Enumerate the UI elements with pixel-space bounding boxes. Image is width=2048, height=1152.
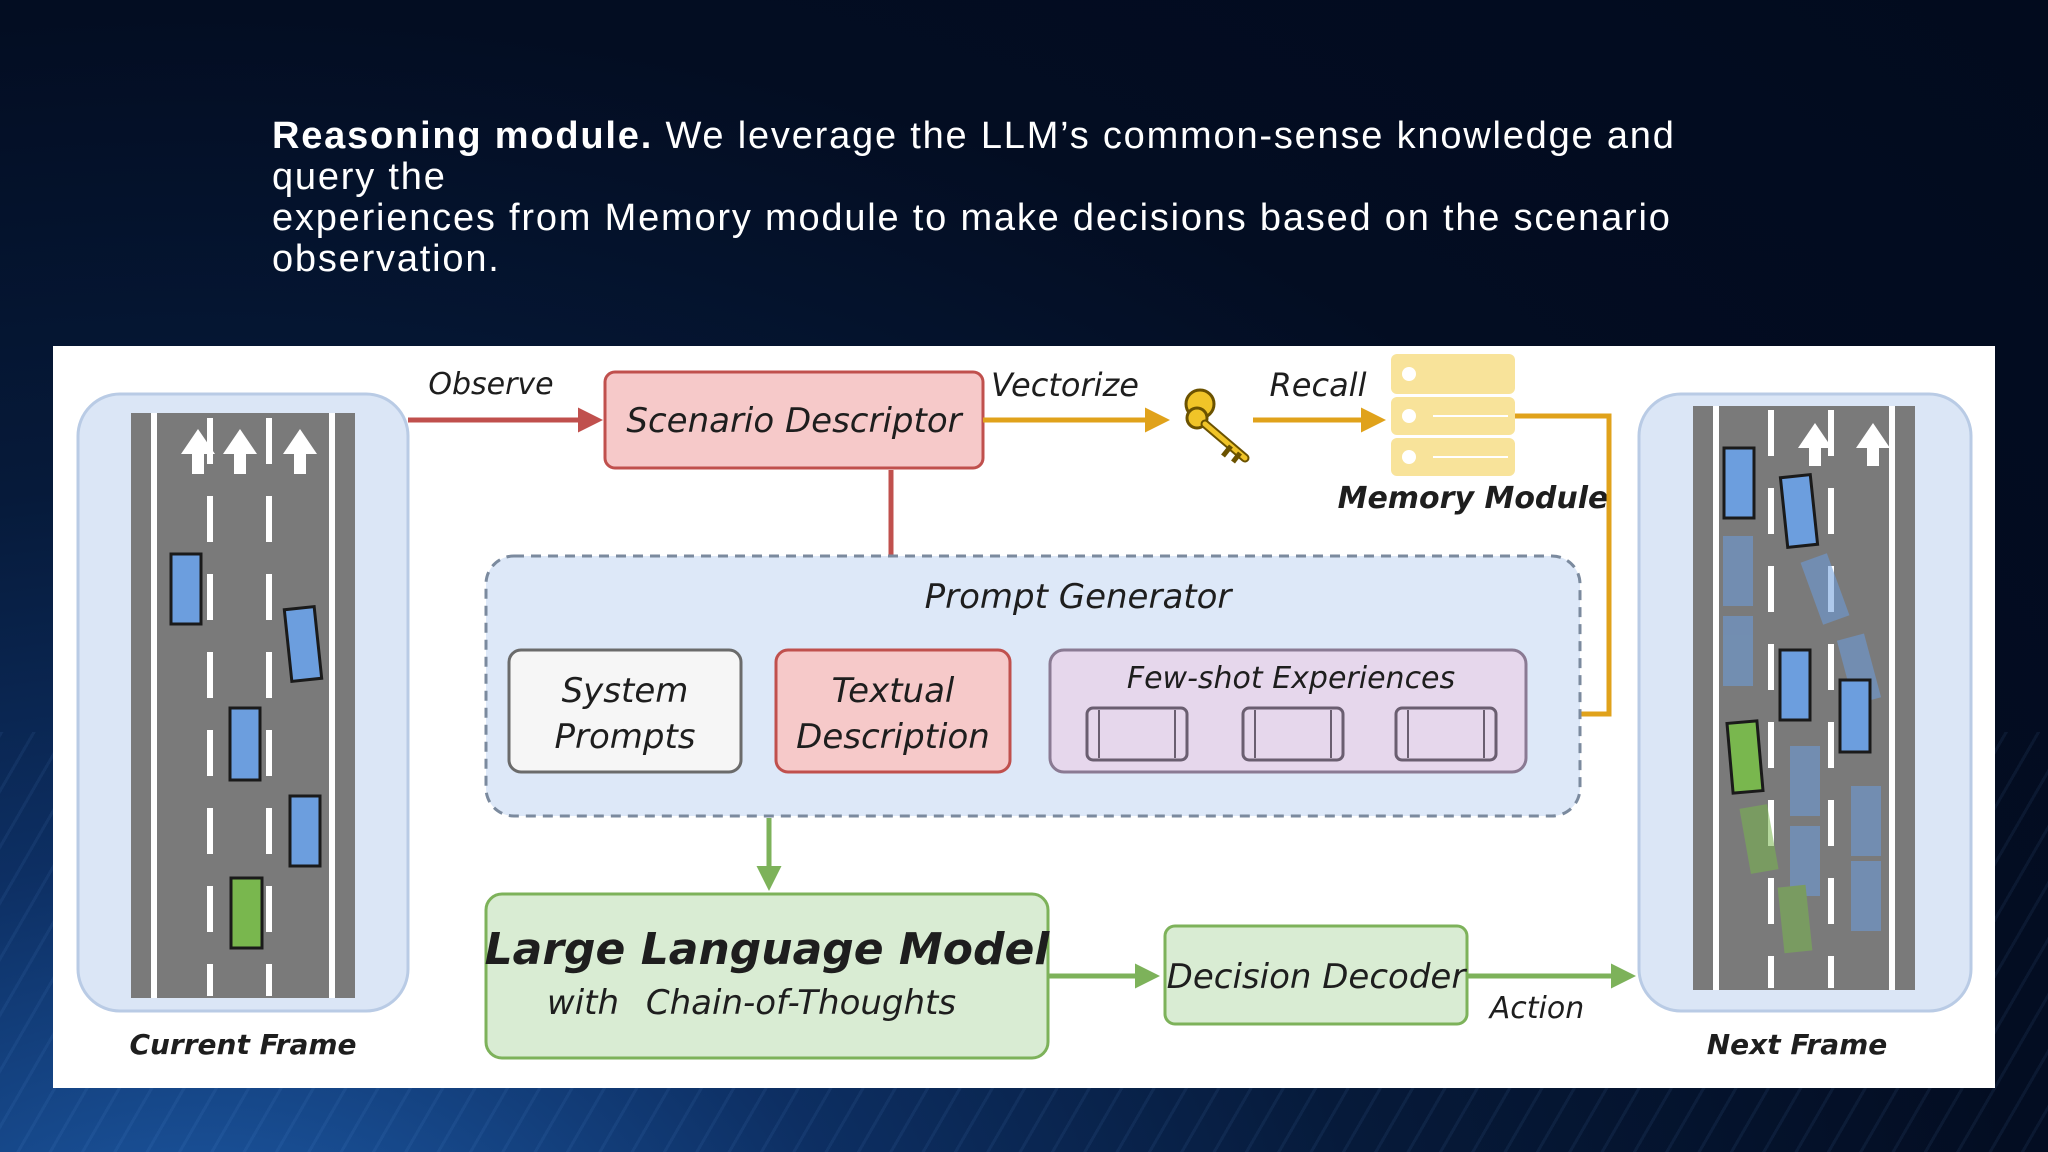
ego-car-icon (229, 876, 264, 950)
textual-description-label-1: Textual (832, 671, 955, 711)
llm-cot-label: Chain-of-Thoughts (646, 983, 956, 1023)
lane-arrow-icon (1856, 423, 1890, 466)
action-label: Action (1488, 991, 1584, 1026)
car-icon (228, 706, 262, 782)
decision-decoder-label: Decision Decoder (1167, 957, 1468, 997)
system-prompts-box (507, 648, 743, 774)
llm-title: Large Language Model (485, 924, 1051, 975)
heading-line-2: query the (272, 156, 447, 198)
key-icon (1184, 388, 1250, 464)
prompt-generator-label: Prompt Generator (925, 577, 1234, 617)
heading-line-3: experiences from Memory module to make d… (272, 197, 1672, 239)
trajectory-trail (1723, 536, 1882, 954)
system-prompts-label-2: Prompts (554, 717, 695, 757)
scenario-descriptor-label: Scenario Descriptor (626, 401, 963, 441)
llm-with-label: with (547, 983, 619, 1023)
lane-arrow-icon (181, 429, 215, 474)
database-icon (1391, 354, 1515, 476)
road-edge-line (151, 413, 157, 998)
llm-box (484, 892, 1050, 1060)
memory-module-label: Memory Module (1338, 481, 1609, 516)
lane-arrow-icon (1798, 423, 1832, 466)
car-icon (169, 552, 203, 626)
heading-line-4: observation. (272, 238, 501, 280)
heading-bold: Reasoning module. (272, 115, 654, 157)
heading-line-1-rest: We leverage the LLM’s common-sense knowl… (653, 115, 1676, 157)
heading-line-1: Reasoning module. We leverage the LLM’s … (272, 116, 1732, 157)
current-frame-label: Current Frame (129, 1028, 356, 1061)
current-frame: Current Frame (76, 392, 410, 1061)
road-edge-line (329, 413, 335, 998)
road-edge-line (1713, 406, 1719, 990)
experience-slot-icon (1241, 706, 1345, 762)
lane-arrow-icon (223, 429, 257, 474)
system-prompts-label-1: System (562, 671, 689, 711)
next-frame: Next Frame (1637, 392, 1973, 1061)
diagram-panel: Current Frame Observe Scenario Descripto… (53, 346, 1995, 1088)
next-frame-label: Next Frame (1707, 1028, 1888, 1061)
slide-heading: Reasoning module. We leverage the LLM’s … (272, 116, 1732, 280)
recall-label: Recall (1270, 366, 1367, 404)
lane-arrow-icon (283, 429, 317, 474)
architecture-diagram: Current Frame Observe Scenario Descripto… (76, 354, 1973, 1061)
few-shot-label: Few-shot Experiences (1127, 661, 1455, 696)
car-icon (1722, 446, 1756, 520)
vectorize-label: Vectorize (991, 366, 1139, 404)
experience-slot-icon (1394, 706, 1498, 762)
ego-car-icon (1725, 719, 1765, 795)
observe-label: Observe (428, 367, 553, 402)
car-icon (288, 794, 322, 868)
textual-description-label-2: Description (796, 717, 990, 757)
experience-slot-icon (1085, 706, 1189, 762)
car-icon (1778, 472, 1820, 550)
car-icon (282, 604, 324, 684)
car-icon (1838, 678, 1872, 754)
road-edge-line (1889, 406, 1895, 990)
car-icon (1778, 648, 1812, 722)
textual-description-box (774, 648, 1012, 774)
